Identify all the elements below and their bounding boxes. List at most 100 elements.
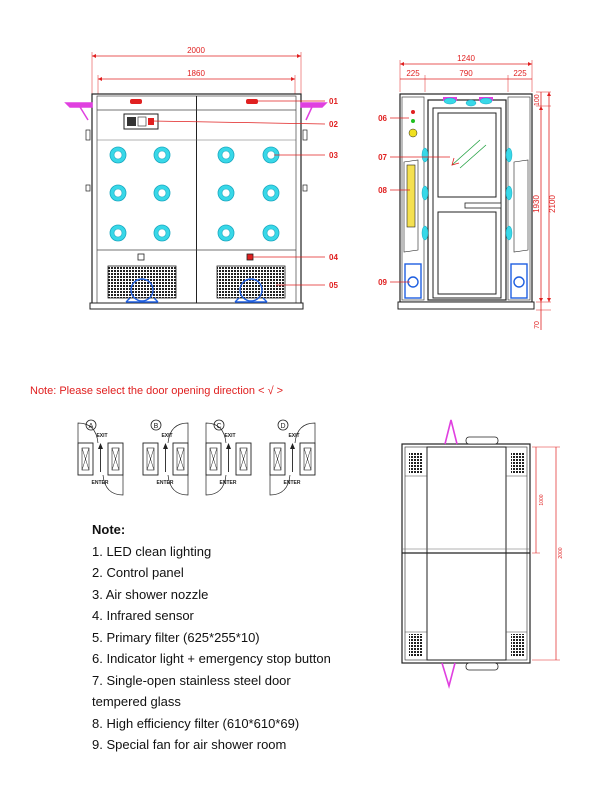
top-dim-total: 2000 (558, 547, 564, 558)
bottom-door-swing (441, 662, 456, 689)
nozzle-icon (421, 147, 429, 163)
hepa-filter (406, 164, 416, 228)
callout-02: 02 (329, 120, 338, 129)
fan-icon (234, 278, 268, 303)
side-dim-part-2: 790 (459, 69, 473, 78)
top-view: 1000 2000 (401, 419, 564, 689)
note-item: 6. Indicator light + emergency stop butt… (92, 651, 331, 666)
option-enter-label: ENTER (220, 480, 237, 486)
callout-04: 04 (329, 253, 338, 262)
side-dim-bottom: 70 (534, 321, 541, 329)
top-view-grille (511, 452, 525, 474)
fan-icon (125, 278, 159, 303)
top-view-grille (409, 452, 423, 474)
side-dim-h1: 1930 (532, 195, 541, 213)
emergency-stop-button-icon (408, 128, 418, 138)
door-swing-arc-icon (294, 422, 316, 444)
note-item: 4. Infrared sensor (92, 608, 194, 623)
bottom-door-handle (465, 662, 499, 671)
front-dim-total: 2000 (187, 46, 205, 55)
nozzle-icon (421, 225, 429, 241)
side-dim-h2: 2100 (548, 195, 557, 213)
note-item: 2. Control panel (92, 565, 184, 580)
nozzle-icon (505, 225, 513, 241)
callout-03: 03 (329, 151, 338, 160)
note-item: 9. Special fan for air shower room (92, 737, 287, 752)
front-dim-inner: 1860 (187, 69, 205, 78)
callout-08: 08 (378, 186, 387, 195)
option-letter-circle-icon[interactable] (85, 419, 97, 431)
top-view-grille (409, 634, 423, 656)
note-item: 3. Air shower nozzle (92, 586, 209, 602)
door-glass (437, 112, 497, 198)
top-dim-half: 1000 (539, 494, 545, 505)
door-swing-arc-icon (77, 422, 99, 444)
option-letter-circle-icon[interactable] (213, 419, 225, 431)
notes-title: Note: (92, 522, 126, 537)
side-dim-part-3: 225 (513, 69, 527, 78)
note-item: 8. High efficiency filter (610*610*69) (92, 715, 300, 731)
led-light-icon (246, 99, 258, 104)
door-swing-arc-icon (167, 422, 189, 444)
infrared-sensor-icon (137, 253, 145, 261)
note-item: 5. Primary filter (625*255*10) (92, 629, 260, 645)
callout-06: 06 (378, 114, 387, 123)
nozzle-icon (421, 185, 429, 201)
door-swing-arc-icon (167, 474, 189, 496)
door-swing-arc-icon (269, 474, 291, 496)
nozzle-icon (443, 97, 457, 105)
door-direction-note: Note: Please select the door opening dir… (30, 385, 284, 397)
primary-filter-grille (107, 265, 177, 299)
option-enter-label: ENTER (284, 480, 301, 486)
note-item: 1. LED clean lighting (92, 543, 212, 559)
nozzles-left (109, 146, 171, 242)
option-exit-label: EXIT (288, 433, 299, 439)
door-swing-arc-icon (205, 422, 227, 444)
option-exit-label: EXIT (161, 433, 172, 439)
indicator-light-red-icon (411, 110, 415, 114)
front-left-handle (64, 102, 93, 121)
option-letter-circle-icon[interactable] (150, 419, 162, 431)
side-dim-total: 1240 (457, 54, 475, 63)
option-letter[interactable]: B (154, 423, 159, 430)
front-right-handle (300, 102, 328, 121)
nozzle-icon (505, 185, 513, 201)
callout-01: 01 (329, 97, 338, 106)
fan-icon (510, 263, 528, 299)
option-exit-label: EXIT (96, 433, 107, 439)
option-letter-circle-icon[interactable] (277, 419, 289, 431)
side-dim-part-1: 225 (406, 69, 420, 78)
top-door-handle (465, 436, 499, 445)
option-exit-label: EXIT (224, 433, 235, 439)
front-view: 2000 1860 (64, 46, 338, 310)
nozzle-icon (465, 99, 477, 107)
top-door-swing (444, 419, 458, 445)
top-view-grille (511, 634, 525, 656)
callout-09: 09 (378, 278, 387, 287)
nozzle-icon (505, 147, 513, 163)
door-handle (464, 202, 502, 209)
note-item: tempered glass (92, 694, 181, 709)
nozzle-icon (479, 97, 493, 105)
option-enter-label: ENTER (92, 480, 109, 486)
side-view: 1240 225 790 225 100 1930 2100 70 (378, 54, 557, 330)
note-item: 7. Single-open stainless steel door (92, 672, 291, 688)
indicator-light-green-icon (411, 119, 415, 123)
callout-05: 05 (329, 281, 338, 290)
option-letter[interactable]: C (216, 423, 221, 430)
door-swing-arc-icon (102, 474, 124, 496)
led-light-icon (130, 99, 142, 104)
option-letter[interactable]: A (89, 423, 94, 430)
callout-07: 07 (378, 153, 387, 162)
side-dim-top: 100 (534, 94, 541, 106)
primary-filter-grille (216, 265, 286, 299)
notes-list: Note: 1. LED clean lighting 2. Control p… (92, 519, 331, 756)
option-letter[interactable]: D (280, 423, 285, 430)
option-enter-label: ENTER (157, 480, 174, 486)
